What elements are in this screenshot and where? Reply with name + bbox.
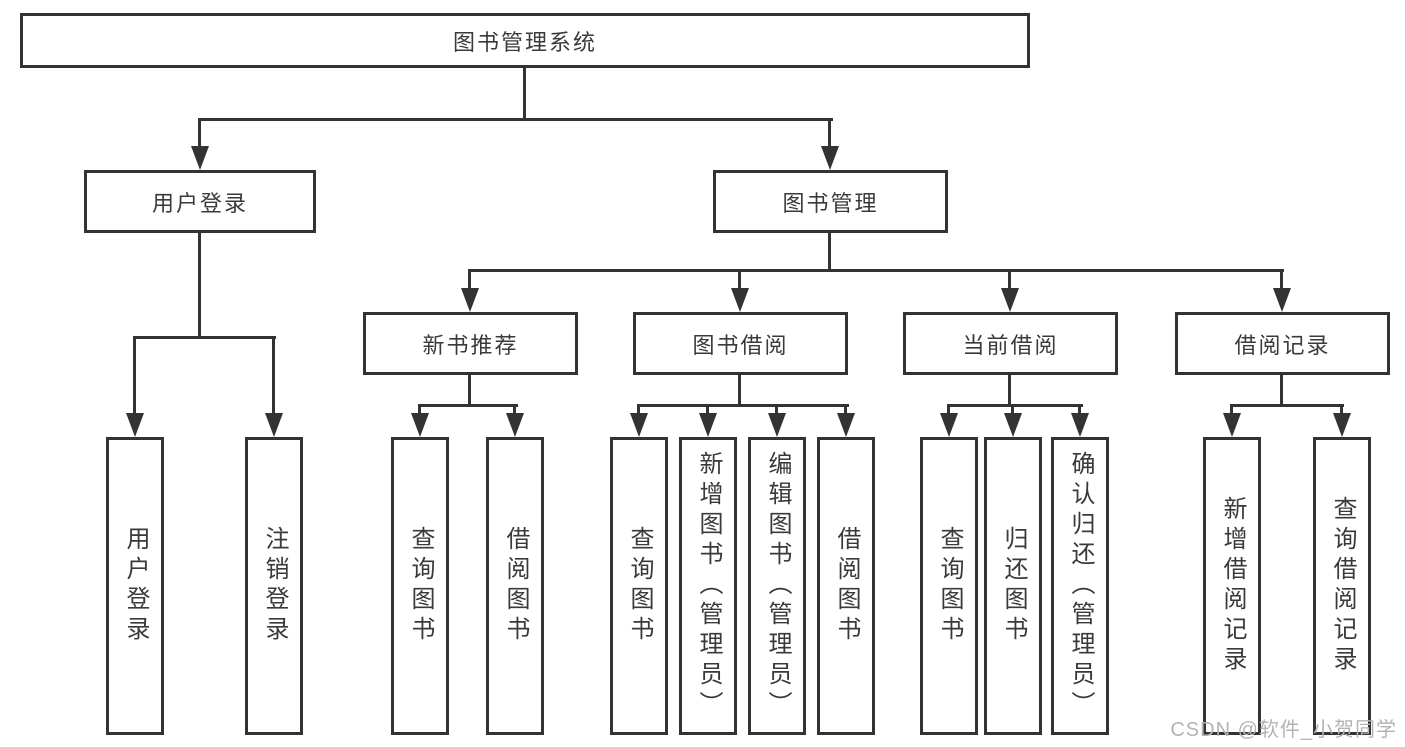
leaf-query-books-borrow-label: 查询图书: [626, 526, 653, 646]
connector-line: [468, 269, 471, 294]
connector-line: [418, 404, 421, 416]
leaf-user-login-label: 用户登录: [122, 526, 149, 646]
connector-line: [198, 118, 201, 150]
node-new-book-recommend-label: 新书推荐: [422, 332, 519, 358]
leaf-logout-label: 注销登录: [261, 526, 288, 646]
arrow-down-icon: [1333, 413, 1351, 437]
leaf-borrow-books-recommend-label: 借阅图书: [502, 526, 529, 646]
connector-line: [1008, 375, 1011, 407]
leaf-borrow-books: 借阅图书: [817, 437, 875, 735]
arrow-down-icon: [630, 413, 648, 437]
connector-line: [706, 404, 709, 416]
leaf-query-books-current: 查询图书: [920, 437, 978, 735]
connector-line: [828, 118, 831, 150]
node-book-borrow: 图书借阅: [633, 312, 848, 375]
arrow-down-icon: [126, 413, 144, 437]
arrow-down-icon: [1071, 413, 1089, 437]
connector-line: [1011, 404, 1014, 416]
connector-line: [637, 404, 640, 416]
arrow-down-icon: [191, 146, 209, 170]
node-current-borrow: 当前借阅: [903, 312, 1118, 375]
connector-line: [1230, 404, 1233, 416]
connector-line: [844, 404, 847, 416]
leaf-edit-book-admin: 编辑图书（管理员）: [748, 437, 806, 735]
leaf-confirm-return-admin: 确认归还（管理员）: [1051, 437, 1109, 735]
leaf-add-book-admin: 新增图书（管理员）: [679, 437, 737, 735]
node-book-borrow-label: 图书借阅: [692, 332, 789, 358]
arrow-down-icon: [506, 413, 524, 437]
connector-line: [1340, 404, 1343, 416]
watermark-text: CSDN @软件_小贺同学: [1170, 719, 1397, 741]
connector-line: [133, 336, 276, 339]
connector-line: [468, 375, 471, 407]
node-user-login-label: 用户登录: [151, 190, 248, 216]
node-current-borrow-label: 当前借阅: [962, 332, 1059, 358]
node-user-login: 用户登录: [84, 170, 316, 233]
leaf-edit-book-admin-label: 编辑图书（管理员）: [764, 451, 791, 721]
leaf-return-book: 归还图书: [984, 437, 1042, 735]
arrow-down-icon: [1004, 413, 1022, 437]
leaf-query-books-recommend-label: 查询图书: [407, 526, 434, 646]
connector-line: [637, 404, 849, 407]
arrow-down-icon: [1223, 413, 1241, 437]
leaf-borrow-books-label: 借阅图书: [833, 526, 860, 646]
leaf-confirm-return-admin-label: 确认归还（管理员）: [1067, 451, 1094, 721]
arrow-down-icon: [940, 413, 958, 437]
node-borrow-records: 借阅记录: [1175, 312, 1390, 375]
arrow-down-icon: [1001, 288, 1019, 312]
node-borrow-records-label: 借阅记录: [1234, 332, 1331, 358]
connector-line: [828, 233, 831, 272]
connector-line: [468, 269, 1284, 272]
leaf-query-books-recommend: 查询图书: [391, 437, 449, 735]
arrow-down-icon: [265, 413, 283, 437]
leaf-return-book-label: 归还图书: [1000, 526, 1027, 646]
arrow-down-icon: [461, 288, 479, 312]
node-library-system-label: 图书管理系统: [452, 29, 597, 55]
leaf-add-borrow-record-label: 新增借阅记录: [1219, 496, 1246, 676]
connector-line: [947, 404, 1083, 407]
arrow-down-icon: [731, 288, 749, 312]
connector-line: [1280, 269, 1283, 294]
leaf-add-book-admin-label: 新增图书（管理员）: [695, 451, 722, 721]
connector-line: [198, 118, 833, 121]
node-book-management-label: 图书管理: [782, 190, 879, 216]
connector-line: [1078, 404, 1081, 416]
node-library-system: 图书管理系统: [20, 13, 1030, 68]
arrow-down-icon: [821, 146, 839, 170]
connector-line: [738, 269, 741, 294]
leaf-logout: 注销登录: [245, 437, 303, 735]
leaf-query-borrow-record-label: 查询借阅记录: [1329, 496, 1356, 676]
arrow-down-icon: [699, 413, 717, 437]
arrow-down-icon: [837, 413, 855, 437]
leaf-query-books-current-label: 查询图书: [936, 526, 963, 646]
leaf-add-borrow-record: 新增借阅记录: [1203, 437, 1261, 735]
arrow-down-icon: [411, 413, 429, 437]
connector-line: [513, 404, 516, 416]
leaf-user-login: 用户登录: [106, 437, 164, 735]
arrow-down-icon: [768, 413, 786, 437]
connector-line: [272, 336, 275, 416]
leaf-borrow-books-recommend: 借阅图书: [486, 437, 544, 735]
connector-line: [1230, 404, 1344, 407]
connector-line: [775, 404, 778, 416]
arrow-down-icon: [1273, 288, 1291, 312]
connector-line: [198, 233, 201, 339]
connector-line: [523, 68, 526, 120]
connector-line: [133, 336, 136, 416]
node-book-management: 图书管理: [713, 170, 948, 233]
leaf-query-borrow-record: 查询借阅记录: [1313, 437, 1371, 735]
node-new-book-recommend: 新书推荐: [363, 312, 578, 375]
connector-line: [738, 375, 741, 407]
connector-line: [1280, 375, 1283, 407]
connector-line: [1008, 269, 1011, 294]
connector-line: [418, 404, 518, 407]
leaf-query-books-borrow: 查询图书: [610, 437, 668, 735]
connector-line: [947, 404, 950, 416]
